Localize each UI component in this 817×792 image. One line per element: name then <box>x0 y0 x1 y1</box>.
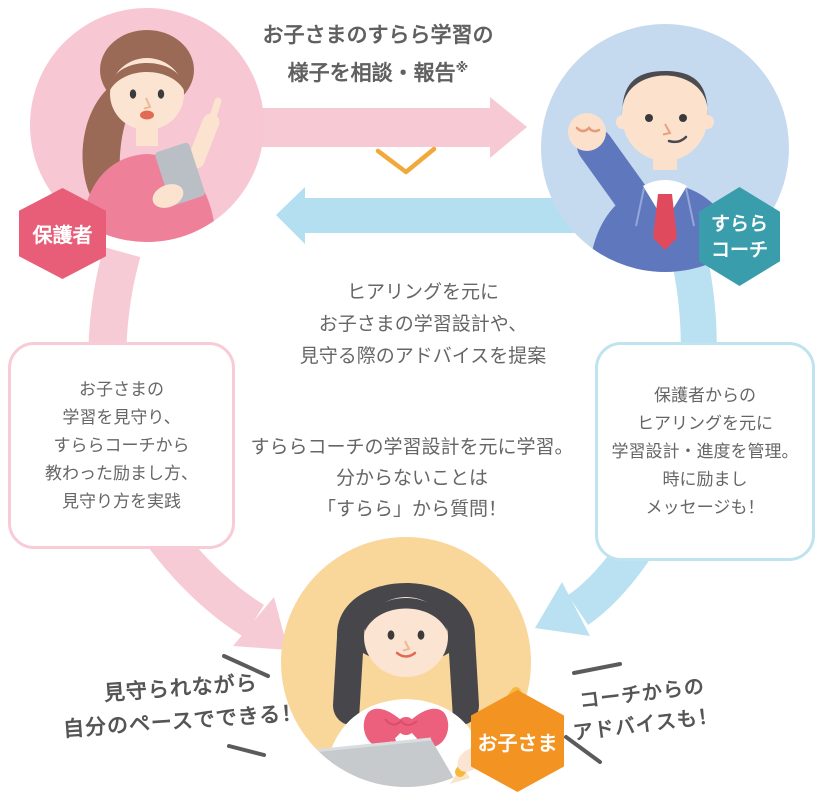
parent-bubble-line: すららコーチから <box>53 435 190 456</box>
coach-bubble-line: 学習設計・進度を管理。 <box>611 441 799 462</box>
child-note-right: コーチからの アドバイスも！ <box>571 673 720 745</box>
coach-bubble-line: メッセージも！ <box>645 497 765 518</box>
coach-bubble-line: ヒアリングを元に <box>637 413 773 434</box>
chevron-down-icon <box>375 146 437 175</box>
coach-proposal-note: ヒアリングを元に お子さまの学習設計や、 見守る際のアドバイスを提案 <box>299 281 547 367</box>
parent-avatar-icon <box>80 30 222 242</box>
top-note: お子さまのすらら学習の 様子を相談・報告※ <box>262 23 494 85</box>
coach-avatar-icon <box>568 71 741 272</box>
child-badge-label: お子さま <box>477 730 558 755</box>
coach-role-bubble: 保護者からの ヒアリングを元に 学習設計・進度を管理。 時に励まし メッセージも… <box>595 342 815 561</box>
parent-role-bubble: お子さまの 学習を見守り、 すららコーチから 教わった励まし方、 見守り方を実践 <box>8 342 235 549</box>
child-avatar-icon <box>292 583 489 787</box>
arrow-parent-to-coach-icon <box>256 97 527 158</box>
child-learning-note: すららコーチの学習設計を元に学習。 分からないことは 「すらら」から質問！ <box>250 436 574 520</box>
coach-bubble-line: 時に励まし <box>662 469 748 490</box>
child-illustration <box>281 537 531 787</box>
coach-badge: すらら コーチ <box>699 187 780 286</box>
child-badge: お子さま <box>471 690 564 792</box>
parent-badge-label: 保護者 <box>32 223 93 247</box>
coach-bubble-line: 保護者からの <box>654 385 756 406</box>
parent-bubble-line: お子さまの <box>79 379 164 400</box>
coach-badge-label: すらら コーチ <box>710 212 768 261</box>
parent-bubble-line: 教わった励まし方、 <box>45 463 198 484</box>
reference-mark: ※ <box>455 61 469 76</box>
parent-bubble-line: 学習を見守り、 <box>62 407 181 428</box>
child-note-left: 見守られながら 自分のペースでできる！ <box>62 670 304 742</box>
parent-bubble-line: 見守り方を実践 <box>62 491 181 512</box>
